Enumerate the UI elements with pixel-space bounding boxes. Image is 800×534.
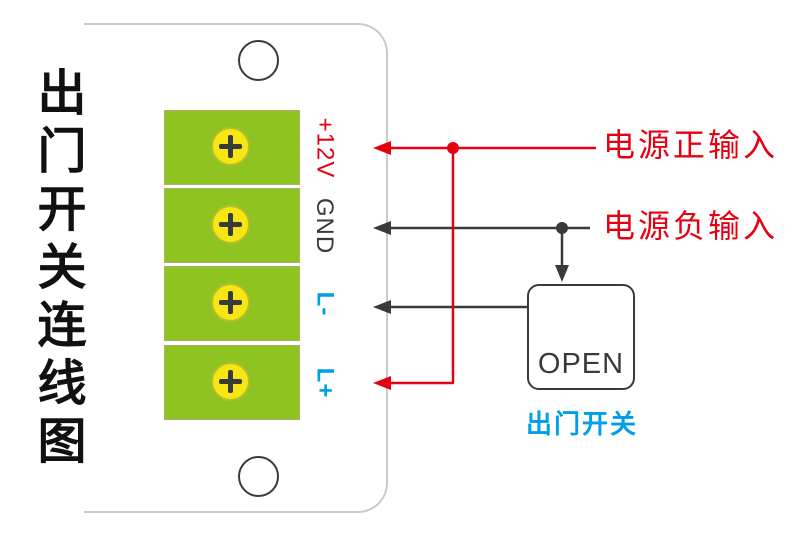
screw-icon xyxy=(211,127,250,166)
screw-cross-bar xyxy=(228,370,233,393)
arrowhead-gnd xyxy=(373,221,391,235)
arrowhead-l-plus xyxy=(373,376,391,390)
screw-cross-bar xyxy=(228,291,233,314)
diagram-title: 出 门 开 关 连 线 图 xyxy=(28,64,96,470)
exit-button-label: OPEN xyxy=(537,348,625,380)
device-panel xyxy=(84,23,388,513)
power-negative-label: 电源负输入 xyxy=(603,207,779,245)
terminal-block-12v xyxy=(164,110,300,185)
arrowhead-12v xyxy=(373,141,391,155)
screw-icon xyxy=(211,362,250,401)
screw-icon xyxy=(211,283,250,322)
mounting-hole-bottom xyxy=(238,456,279,497)
mounting-hole-top xyxy=(238,40,279,81)
title-char: 开 xyxy=(37,180,87,238)
terminal-block-gnd xyxy=(164,188,300,263)
title-char: 图 xyxy=(37,412,87,470)
exit-button-caption: 出门开关 xyxy=(525,409,638,439)
screw-cross-bar xyxy=(228,213,233,236)
title-char: 出 xyxy=(37,64,87,122)
arrowhead-switch-top xyxy=(555,265,569,282)
exit-button-box: OPEN xyxy=(527,284,635,390)
arrowhead-l-minus xyxy=(373,300,391,314)
title-char: 线 xyxy=(37,354,87,412)
title-char: 连 xyxy=(37,296,87,354)
title-char: 门 xyxy=(37,122,87,180)
screw-icon xyxy=(211,205,250,244)
terminal-block-l-plus xyxy=(164,345,300,420)
terminal-block-l-minus xyxy=(164,266,300,341)
title-char: 关 xyxy=(37,238,87,296)
screw-cross-bar xyxy=(228,135,233,158)
power-positive-label: 电源正输入 xyxy=(603,126,779,164)
